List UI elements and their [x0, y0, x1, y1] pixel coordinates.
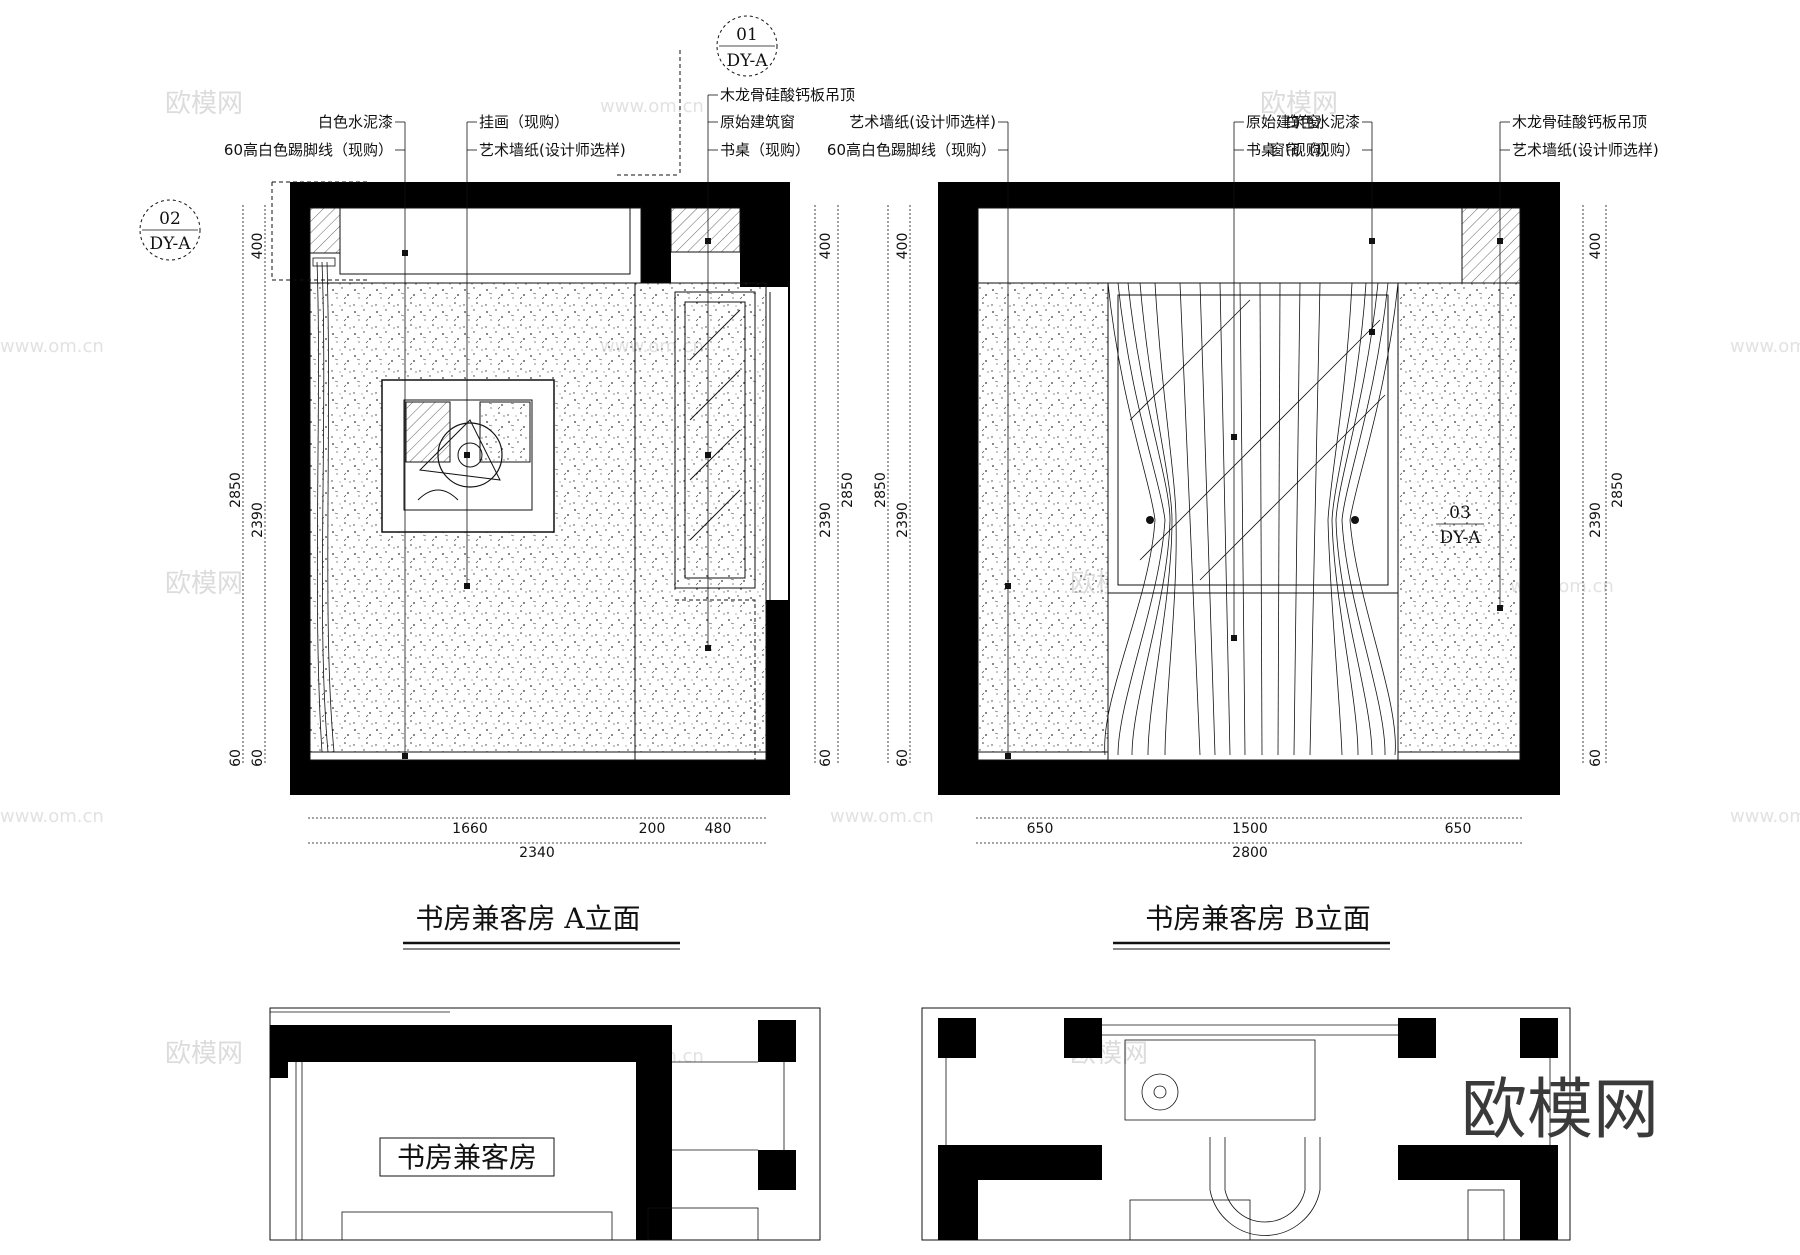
ceiling-hatch-a [309, 207, 341, 254]
callout-label: 原始建筑窗 [720, 113, 795, 131]
baseboard-a [309, 751, 767, 761]
elevation-title: 书房兼客房 A立面 [415, 902, 640, 935]
callout-label: 书桌（现购） [720, 141, 810, 159]
dim-ceiling: 400 [1588, 233, 1604, 260]
ref-number: 02 [159, 209, 181, 229]
room-name: 书房兼客房 [397, 1141, 537, 1174]
dim-horizontal-a [308, 817, 768, 844]
watermark-brand: 欧模网 [165, 1039, 243, 1069]
dim-total-width: 2340 [519, 845, 555, 861]
ref-code: DY-A [1439, 528, 1481, 548]
dim-total: 2850 [228, 472, 244, 508]
dim-base: 60 [895, 749, 911, 767]
ceiling-hatch-b [1461, 207, 1521, 284]
dim-total: 2850 [840, 472, 856, 508]
watermark-brand: 欧模网 [1260, 89, 1338, 119]
beam-section-a [641, 208, 671, 283]
plan-wall-a [270, 1025, 672, 1240]
dim-vertical-left-a [242, 205, 266, 765]
leader-lines-b [998, 121, 1510, 755]
elevation-b: 艺术墙纸(设计师选样) 60高白色踢脚线（现购） 原始建筑窗 书桌（现购） 白色… [827, 113, 1659, 950]
dim-segment: 480 [705, 821, 732, 837]
dim-segment: 650 [1445, 821, 1472, 837]
dim-wall: 2390 [1588, 502, 1604, 538]
dim-wall: 2390 [250, 502, 266, 538]
elevation-a: 白色水泥漆 60高白色踢脚线（现购） 挂画（现购） 艺术墙纸(设计师选样) 木龙… [139, 15, 856, 950]
dim-base: 60 [228, 749, 244, 767]
watermark-url: www.om.cn [0, 806, 104, 827]
ceiling-band-b [977, 207, 1463, 284]
callout-label: 艺术墙纸(设计师选样) [479, 141, 626, 159]
section-ref-03: 03 DY-A [1436, 503, 1484, 548]
ref-number: 01 [736, 25, 758, 45]
dim-base: 60 [250, 749, 266, 767]
callout-label: 白色水泥漆 [1285, 113, 1360, 131]
watermark-url: www.om.cn [0, 336, 104, 357]
curtain-strip-a [312, 257, 336, 753]
callout-label: 木龙骨硅酸钙板吊顶 [720, 86, 855, 104]
callout-label: 原始建筑窗 [1246, 113, 1321, 131]
dim-ceiling: 400 [895, 233, 911, 260]
dim-ceiling: 400 [250, 233, 266, 260]
callout-label: 白色水泥漆 [318, 113, 393, 131]
window-b [1107, 282, 1399, 761]
dim-ceiling: 400 [818, 233, 834, 260]
window-a [674, 291, 771, 600]
leader-lines-a [395, 94, 718, 755]
dim-wall: 2390 [895, 502, 911, 538]
section-ref-01: 01 DY-A [617, 15, 778, 176]
desk-a [675, 599, 756, 760]
watermark-url: www.om.cn [600, 96, 704, 117]
elevation-title: 书房兼客房 B立面 [1145, 902, 1370, 935]
callout-label: 60高白色踢脚线（现购） [224, 141, 393, 159]
dim-segment: 1500 [1232, 821, 1268, 837]
dim-segment: 1660 [452, 821, 488, 837]
watermark-brand: 欧模网 [165, 89, 243, 119]
callout-label: 挂画（现购） [479, 113, 569, 131]
watermark-url: www.om.cn [1730, 336, 1800, 357]
callout-label: 书桌（现购） [1246, 141, 1336, 159]
dim-base: 60 [1588, 749, 1604, 767]
callout-label: 60高白色踢脚线（现购） [827, 141, 996, 159]
brand-watermark: 欧模网 [1461, 1071, 1659, 1148]
callout-label: 木龙骨硅酸钙板吊顶 [1512, 113, 1647, 131]
ceiling-hatch-a [670, 207, 741, 253]
dim-total: 2850 [873, 472, 889, 508]
ref-code: DY-A [726, 51, 768, 71]
dim-segment: 650 [1027, 821, 1054, 837]
dim-vertical-right-a [814, 205, 839, 765]
section-ref-02: 02 DY-A [139, 181, 370, 281]
dim-total-width: 2800 [1232, 845, 1268, 861]
plan-a: 书房兼客房 [269, 1007, 821, 1241]
ref-code: DY-A [149, 234, 191, 254]
watermark-brand: 欧模网 [165, 569, 243, 599]
dim-total: 2850 [1610, 472, 1626, 508]
ref-number: 03 [1449, 503, 1471, 523]
callout-label: 艺术墙纸(设计师选样) [849, 113, 996, 131]
dim-base: 60 [818, 749, 834, 767]
watermark-url: www.om.cn [1730, 806, 1800, 827]
curtain-b [1104, 282, 1399, 756]
dim-wall: 2390 [818, 502, 834, 538]
callout-label: 艺术墙纸(设计师选样) [1512, 141, 1659, 159]
ceiling-band-a [309, 207, 642, 284]
watermark-url: www.om.cn [830, 806, 934, 827]
dim-segment: 200 [639, 821, 666, 837]
callout-label: 窗帘（现购） [1270, 141, 1360, 159]
plan-b: 欧模网 [921, 1007, 1659, 1241]
